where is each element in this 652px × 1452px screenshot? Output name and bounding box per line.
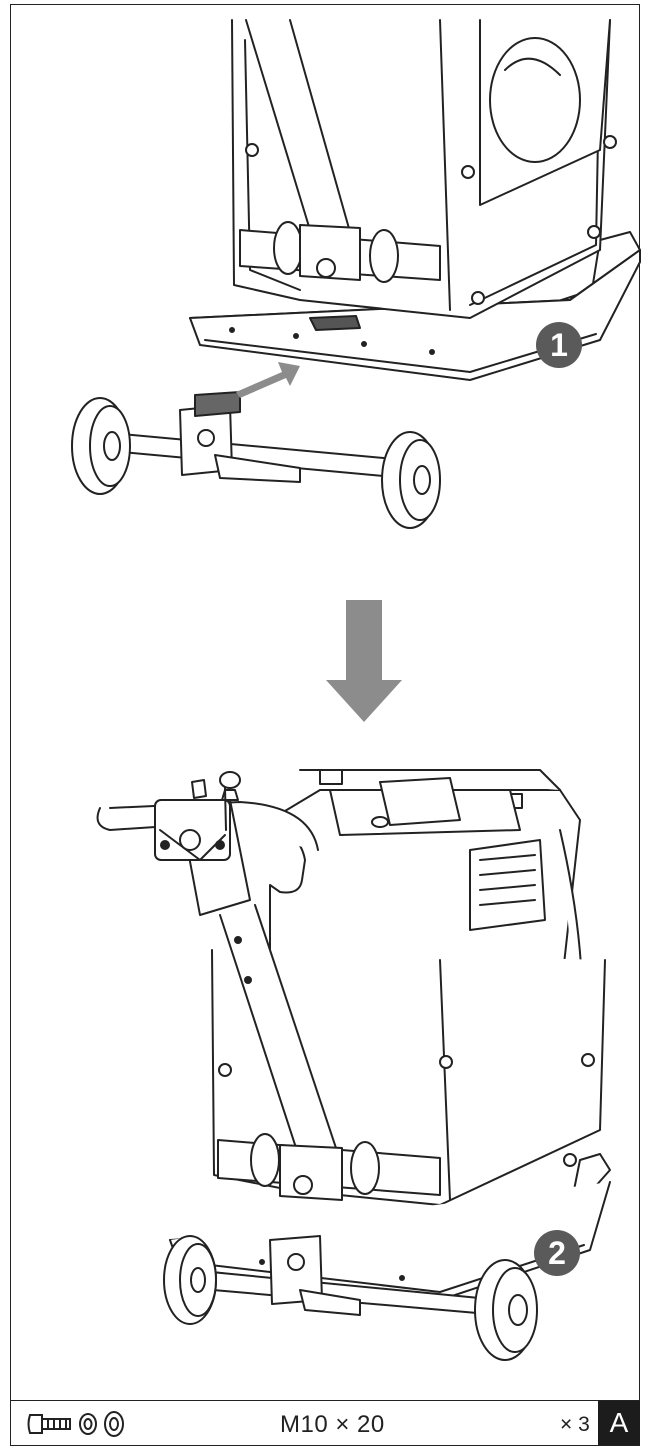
compactor-machine-bottom (96, 769, 611, 1361)
bolt-icon (27, 1414, 71, 1434)
assembly-illustration (71, 19, 641, 1361)
hardware-kit-label: A (598, 1401, 640, 1445)
flat-washer-icon (104, 1411, 124, 1437)
next-step-arrow (326, 600, 402, 722)
step-2-badge: 2 (534, 1230, 580, 1276)
wheel-axle-assembly (71, 391, 441, 529)
hardware-icons (27, 1411, 124, 1437)
compactor-machine-top (189, 19, 641, 381)
hardware-quantity: × 3 (560, 1413, 590, 1436)
hardware-row: M10 × 20 × 3 A (10, 1400, 640, 1446)
step-1-badge: 1 (536, 322, 582, 368)
spring-washer-icon (79, 1413, 97, 1435)
insert-arrow (236, 362, 300, 398)
hardware-spec: M10 × 20 (280, 1411, 385, 1438)
